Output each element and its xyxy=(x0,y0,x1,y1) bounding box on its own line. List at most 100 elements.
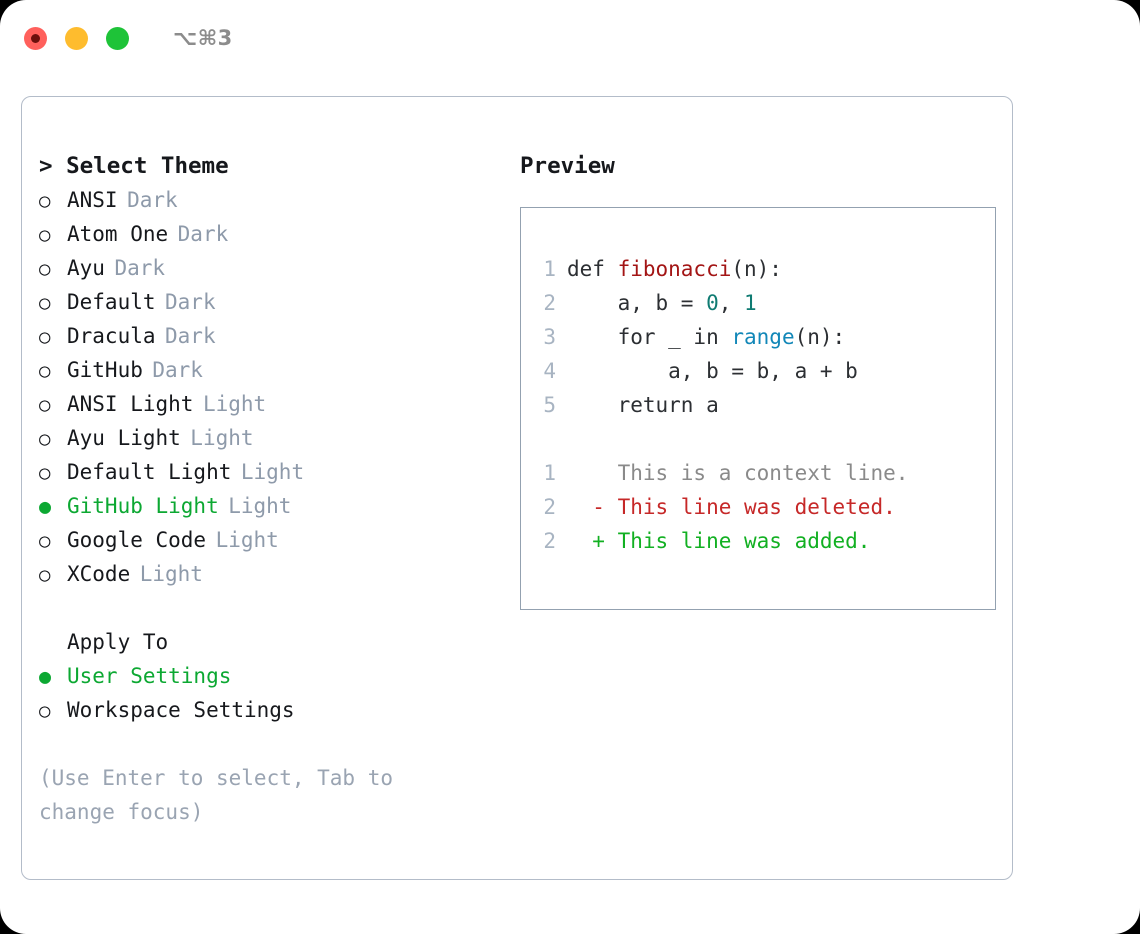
theme-option-name: Ayu xyxy=(67,256,105,280)
theme-option-dracula[interactable]: ○ Dracula Dark xyxy=(39,319,504,353)
code-token: (n): xyxy=(794,325,846,349)
theme-option-tag: Light xyxy=(202,392,267,416)
code-token: range xyxy=(731,325,795,349)
code-token: 0 xyxy=(706,291,719,315)
theme-option-tag: Light xyxy=(139,562,203,586)
code-token: a, b = xyxy=(567,291,707,315)
radio-unselected-icon: ○ xyxy=(39,428,51,450)
keyboard-hint: (Use Enter to select, Tab to change focu… xyxy=(39,766,394,824)
theme-option-name: GitHub Light xyxy=(67,494,219,518)
theme-option-name: ANSI Light xyxy=(67,392,194,416)
code-line: 2 a, b = 0, 1 xyxy=(541,286,995,320)
apply-to-label-text: Apply To xyxy=(67,630,169,654)
diff-line-number: 2 xyxy=(543,495,556,519)
radio-unselected-icon: ○ xyxy=(39,394,51,416)
minimize-button[interactable] xyxy=(65,26,88,50)
theme-option-name: Default xyxy=(67,290,156,314)
diff-sample: 1 This is a context line.2 - This line w… xyxy=(541,456,995,558)
diff-text: This line was deleted. xyxy=(617,495,896,519)
code-line-number: 5 xyxy=(543,393,556,417)
theme-option-name: Dracula xyxy=(67,324,156,348)
radio-selected-icon: ● xyxy=(39,494,52,518)
diff-line-del: 2 - This line was deleted. xyxy=(541,490,995,524)
code-diff-separator xyxy=(541,422,995,456)
apply-to-option-name: User Settings xyxy=(67,664,232,688)
diff-text: This is a context line. xyxy=(617,461,909,485)
close-icon xyxy=(31,33,40,43)
theme-option-name: GitHub xyxy=(67,358,143,382)
theme-option-name: ANSI xyxy=(67,188,118,212)
theme-option-name: XCode xyxy=(67,562,131,586)
diff-sign: + xyxy=(567,529,618,553)
code-line: 3 for _ in range(n): xyxy=(541,320,995,354)
code-line-number: 3 xyxy=(543,325,556,349)
theme-option-tag: Dark xyxy=(165,324,216,348)
apply-to-option-user-settings[interactable]: ● User Settings xyxy=(39,659,504,693)
code-token: (n): xyxy=(731,257,782,281)
list-spacer xyxy=(39,591,504,625)
radio-unselected-icon: ○ xyxy=(39,292,51,314)
radio-selected-icon: ● xyxy=(39,664,52,688)
theme-option-tag: Dark xyxy=(114,256,166,280)
apply-to-bullet-placeholder: ○ xyxy=(39,626,67,660)
radio-unselected-icon: ○ xyxy=(39,224,51,246)
code-token: def xyxy=(567,257,618,281)
theme-option-github-light[interactable]: ● GitHub Light Light xyxy=(39,489,504,523)
theme-option-default[interactable]: ○ Default Dark xyxy=(39,285,504,319)
theme-option-tag: Dark xyxy=(152,358,203,382)
select-theme-header: > Select Theme xyxy=(39,153,229,179)
apply-to-label: ○ Apply To xyxy=(39,625,504,659)
theme-option-tag: Dark xyxy=(177,222,229,246)
apply-to-option-workspace-settings[interactable]: ○ Workspace Settings xyxy=(39,693,504,727)
theme-option-tag: Light xyxy=(190,426,254,450)
radio-unselected-icon: ○ xyxy=(39,326,51,348)
theme-option-tag: Light xyxy=(215,528,279,552)
diff-line-ctx: 1 This is a context line. xyxy=(541,456,995,490)
theme-option-atom-one[interactable]: ○ Atom One Dark xyxy=(39,217,504,251)
apply-to-option-name: Workspace Settings xyxy=(67,698,295,722)
diff-line-add: 2 + This line was added. xyxy=(541,524,995,558)
theme-option-tag: Light xyxy=(228,494,292,518)
radio-unselected-icon: ○ xyxy=(39,564,51,586)
code-line-number: 1 xyxy=(543,257,556,281)
radio-unselected-icon: ○ xyxy=(39,700,51,722)
maximize-button[interactable] xyxy=(106,26,129,50)
radio-unselected-icon: ○ xyxy=(39,462,51,484)
code-line: 5 return a xyxy=(541,388,995,422)
code-token: for _ in xyxy=(567,325,732,349)
preview-header: Preview xyxy=(520,153,615,179)
diff-line-number: 2 xyxy=(543,529,556,553)
theme-option-tag: Dark xyxy=(127,188,178,212)
traffic-lights xyxy=(24,26,129,50)
code-line-number: 2 xyxy=(543,291,556,315)
theme-option-tag: Dark xyxy=(165,290,216,314)
apply-to-list[interactable]: ● User Settings ○ Workspace Settings xyxy=(39,659,504,727)
code-token: 1 xyxy=(744,291,757,315)
diff-line-number: 1 xyxy=(543,461,556,485)
diff-text: This line was added. xyxy=(617,529,871,553)
close-button[interactable] xyxy=(24,26,47,50)
diff-sign: - xyxy=(567,495,618,519)
titlebar: ⌥⌘3 xyxy=(0,0,1140,76)
code-token: , xyxy=(718,291,745,315)
keyboard-shortcut-label: ⌥⌘3 xyxy=(173,26,233,50)
theme-option-xcode[interactable]: ○ XCode Light xyxy=(39,557,504,591)
theme-option-name: Atom One xyxy=(67,222,169,246)
code-line: 4 a, b = b, a + b xyxy=(541,354,995,388)
theme-option-ansi-light[interactable]: ○ ANSI Light Light xyxy=(39,387,504,421)
code-token: fibonacci xyxy=(617,257,732,281)
code-token: a, b = b, a + b xyxy=(567,359,858,383)
